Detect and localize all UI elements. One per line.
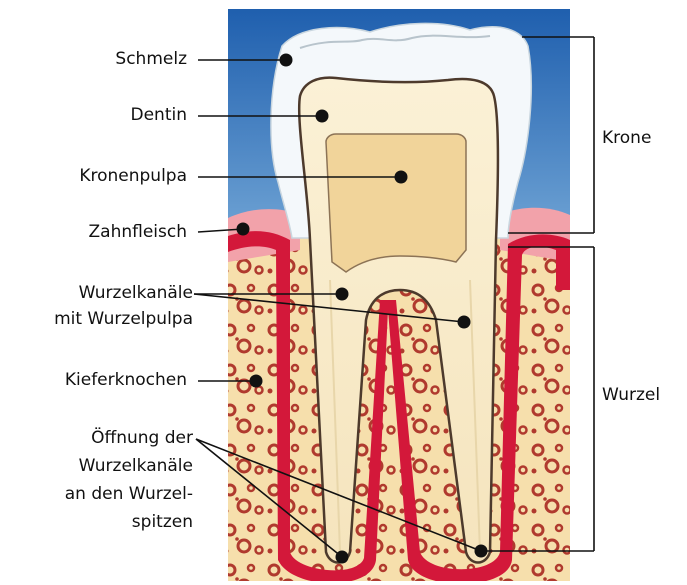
label-wurzel: Wurzel xyxy=(602,385,660,406)
crown-pulpa xyxy=(326,134,466,272)
marker-dentin xyxy=(316,110,329,123)
label-oeffnung-line-3: an den Wurzel- xyxy=(65,484,193,505)
label-krone: Krone xyxy=(602,128,651,149)
marker-oeffnung-1 xyxy=(336,551,349,564)
marker-kronenpulpa xyxy=(395,171,408,184)
label-wurzelkanaele-line-2: mit Wurzelpulpa xyxy=(54,309,193,330)
label-zahnfleisch: Zahnfleisch xyxy=(89,222,187,243)
label-schmelz: Schmelz xyxy=(115,49,187,70)
label-kronenpulpa: Kronenpulpa xyxy=(79,166,187,187)
marker-schmelz xyxy=(280,54,293,67)
marker-zahnfleisch xyxy=(237,223,250,236)
marker-wurzelkanal-2 xyxy=(458,316,471,329)
marker-wurzelkanal-1 xyxy=(336,288,349,301)
label-oeffnung-line-1: Öffnung der xyxy=(91,428,193,449)
label-kieferknochen: Kieferknochen xyxy=(65,370,187,391)
marker-kieferknochen xyxy=(250,375,263,388)
label-oeffnung-line-4: spitzen xyxy=(132,512,193,533)
label-wurzelkanaele-line-1: Wurzelkanäle xyxy=(79,283,193,304)
label-dentin: Dentin xyxy=(131,105,188,126)
label-oeffnung-line-2: Wurzelkanäle xyxy=(79,456,193,477)
marker-oeffnung-2 xyxy=(475,545,488,558)
